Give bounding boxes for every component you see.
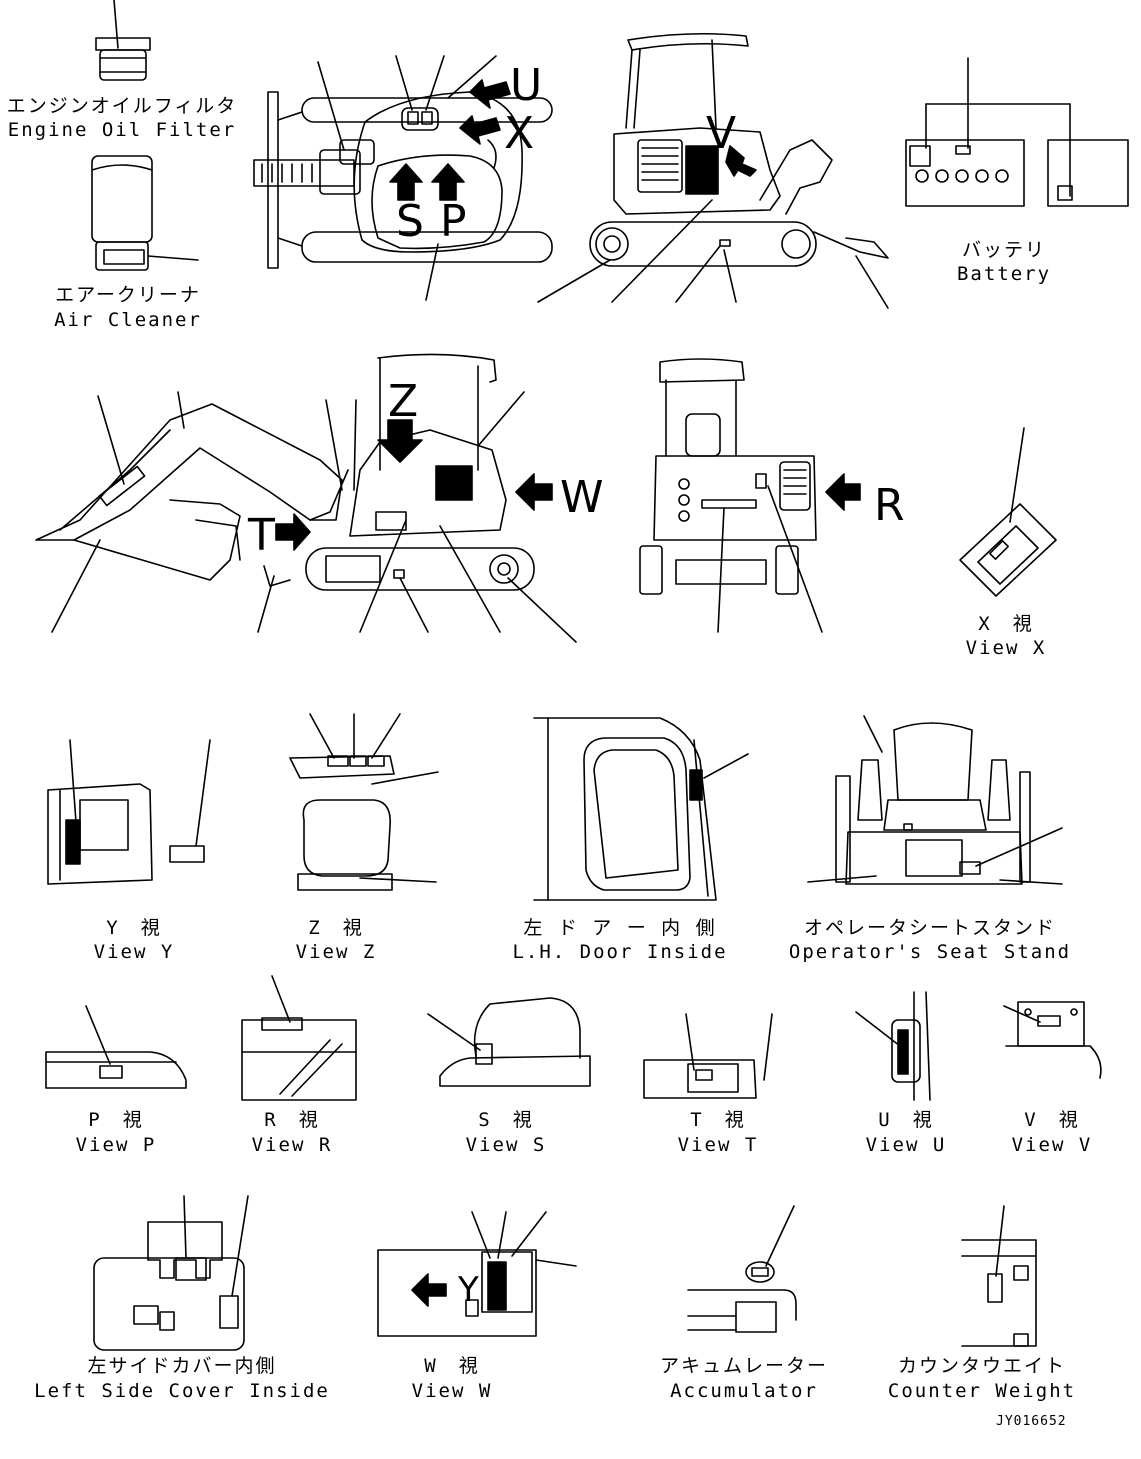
machine-top-view-drawing xyxy=(253,55,553,301)
engine-oil-filter-label-ja: エンジンオイルフィルタ xyxy=(6,95,238,117)
view-u-label-ja: U 視 xyxy=(878,1109,934,1131)
machine-rear-view-drawing xyxy=(639,358,861,633)
air-cleaner-label-ja: エアークリーナ xyxy=(55,284,201,306)
view-marker-s: S xyxy=(396,196,424,247)
view-u-drawing xyxy=(855,991,931,1101)
view-z-drawing xyxy=(289,713,439,891)
view-v-label-ja: V 視 xyxy=(1024,1109,1080,1131)
view-y-label-ja: Y 視 xyxy=(106,917,162,939)
view-p-label-en: View P xyxy=(75,1134,157,1156)
battery-label-ja: バッテリ xyxy=(961,239,1047,261)
view-s-label-ja: S 視 xyxy=(478,1109,534,1131)
left-side-cover-inside-label-ja: 左サイドカバー内側 xyxy=(87,1355,277,1377)
machine-side-view-right-drawing xyxy=(537,32,889,309)
view-marker-r: R xyxy=(874,480,905,531)
view-marker-x: X xyxy=(504,108,535,159)
view-marker-t: T xyxy=(248,510,275,561)
view-t-drawing xyxy=(643,1013,773,1099)
view-w-label-en: View W xyxy=(411,1380,493,1402)
accumulator-label-ja: アキュムレーター xyxy=(659,1355,829,1377)
view-r-drawing xyxy=(241,975,357,1101)
counter-weight-label-ja: カウンタウエイト xyxy=(897,1355,1067,1377)
view-z-label-ja: Z 視 xyxy=(308,917,364,939)
view-marker-w: W xyxy=(560,472,604,523)
view-y-label-en: View Y xyxy=(93,941,175,963)
engine-oil-filter-label-en: Engine Oil Filter xyxy=(7,119,237,141)
air-cleaner-label-en: Air Cleaner xyxy=(54,309,202,331)
operator-seat-stand-label-ja: オペレータシートスタンド xyxy=(803,917,1057,939)
operator-seat-stand-drawing xyxy=(807,715,1063,885)
battery-drawing xyxy=(905,57,1129,207)
view-w-drawing xyxy=(377,1211,577,1337)
view-y-drawing xyxy=(47,739,211,885)
counter-weight-drawing xyxy=(961,1205,1037,1347)
lh-door-inside-drawing xyxy=(533,717,749,901)
view-x-label-en: View X xyxy=(965,637,1047,659)
view-x-drawing xyxy=(959,427,1057,597)
accumulator-drawing xyxy=(687,1205,797,1333)
left-side-cover-inside-label-en: Left Side Cover Inside xyxy=(34,1380,330,1402)
view-r-label-ja: R 視 xyxy=(264,1109,320,1131)
view-x-label-ja: X 視 xyxy=(978,613,1034,635)
operator-seat-stand-label-en: Operator's Seat Stand xyxy=(788,941,1072,963)
accumulator-label-en: Accumulator xyxy=(670,1380,818,1402)
lh-door-inside-label-ja: 左 ド ア ー 内 側 xyxy=(523,917,717,939)
view-v-drawing xyxy=(1003,1001,1102,1079)
view-t-label-en: View T xyxy=(677,1134,759,1156)
view-marker-v: V xyxy=(706,108,737,159)
view-v-label-en: View V xyxy=(1011,1134,1093,1156)
drawing-reference-number: JY016652 xyxy=(996,1414,1067,1429)
view-t-label-ja: T 視 xyxy=(690,1109,746,1131)
view-z-label-en: View Z xyxy=(295,941,377,963)
view-marker-z: Z xyxy=(388,376,419,427)
air-cleaner-drawing xyxy=(91,155,199,271)
view-w-label-ja: W 視 xyxy=(424,1355,480,1377)
view-marker-p: P xyxy=(440,196,467,247)
view-marker-y: Y xyxy=(458,1270,479,1310)
machine-side-view-main-drawing xyxy=(35,353,577,643)
engine-oil-filter-drawing xyxy=(95,0,151,81)
view-u-label-en: View U xyxy=(865,1134,947,1156)
left-side-cover-inside-drawing xyxy=(93,1195,249,1351)
view-marker-u: U xyxy=(510,60,543,111)
view-r-label-en: View R xyxy=(251,1134,333,1156)
lh-door-inside-label-en: L.H. Door Inside xyxy=(512,941,728,963)
view-s-drawing xyxy=(427,997,591,1087)
view-p-drawing xyxy=(45,1005,187,1089)
battery-label-en: Battery xyxy=(956,263,1052,285)
view-p-label-ja: P 視 xyxy=(88,1109,144,1131)
counter-weight-label-en: Counter Weight xyxy=(887,1380,1077,1402)
view-s-label-en: View S xyxy=(465,1134,547,1156)
